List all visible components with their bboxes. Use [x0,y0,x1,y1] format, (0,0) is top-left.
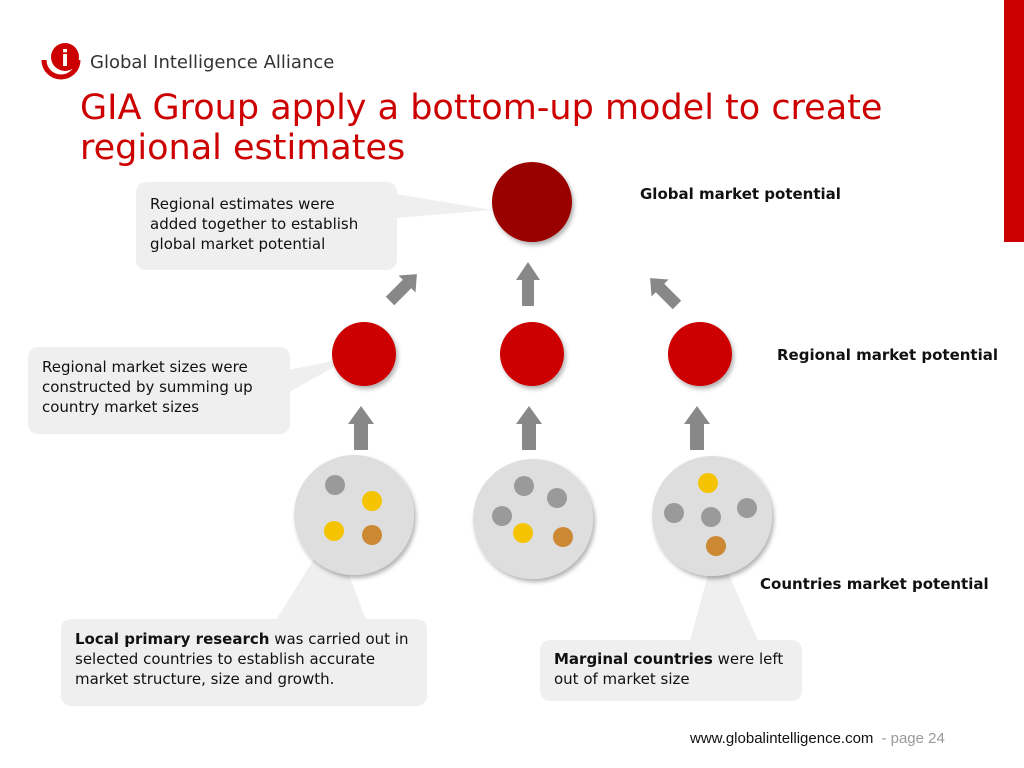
callout-pointer-marginal [690,545,758,641]
callout-regional-sum: Regional market sizes were constructed b… [28,347,290,434]
country-dot-other [547,488,567,508]
country-dot-other [737,498,757,518]
callout-primary-research-bold: Local primary research [75,630,270,648]
arrow-countries-to-center [516,406,542,450]
regional-node-right [668,322,732,386]
callout-primary-research-rest: was carried out in selected countries to… [75,630,409,688]
country-dot-researched [362,491,382,511]
country-dot-other [492,506,512,526]
logo-text: Global Intelligence Alliance [90,52,335,73]
arrow-left-to-global [385,274,417,306]
svg-text:i: i [61,47,69,72]
arrow-center-to-global [516,262,540,306]
callout-marginal: Marginal countries were left out of mark… [540,640,802,701]
global-node [492,162,572,242]
callout-pointer-global [396,194,493,218]
country-dot-researched [513,523,533,543]
callout-global-sum: Regional estimates were added together t… [136,182,397,270]
country-dot-other [325,475,345,495]
label-countries-market: Countries market potential [760,575,989,593]
country-dot-researched [324,521,344,541]
page-title: GIA Group apply a bottom-up model to cre… [80,88,883,168]
country-dot-marginal [706,536,726,556]
regional-node-left [332,322,396,386]
arrow-right-to-global [650,278,682,310]
label-global-market: Global market potential [640,185,841,203]
logo-icon: i [41,43,81,80]
callout-primary-research: Local primary research was carried out i… [61,619,427,706]
country-group-center [473,459,593,579]
country-dot-other [664,503,684,523]
country-dot-researched [698,473,718,493]
regional-node-center [500,322,564,386]
arrow-countries-to-right [684,406,710,450]
page-number: - page 24 [881,730,945,747]
logo: i Global Intelligence Alliance [38,38,338,88]
callout-marginal-bold: Marginal countries [554,650,713,668]
arrow-countries-to-left [348,406,374,450]
country-dot-other [701,507,721,527]
footer-url[interactable]: www.globalintelligence.com [690,730,874,747]
callout-pointer-research [276,530,366,620]
label-regional-market: Regional market potential [777,346,999,364]
country-group-right [652,456,772,576]
accent-bar [1004,0,1024,242]
callout-marginal-rest: were left out of market size [554,650,784,688]
footer: www.globalintelligence.com - page 24 [690,730,945,747]
country-group-left [294,455,414,575]
country-dot-marginal [553,527,573,547]
country-dot-other [514,476,534,496]
country-dot-marginal [362,525,382,545]
